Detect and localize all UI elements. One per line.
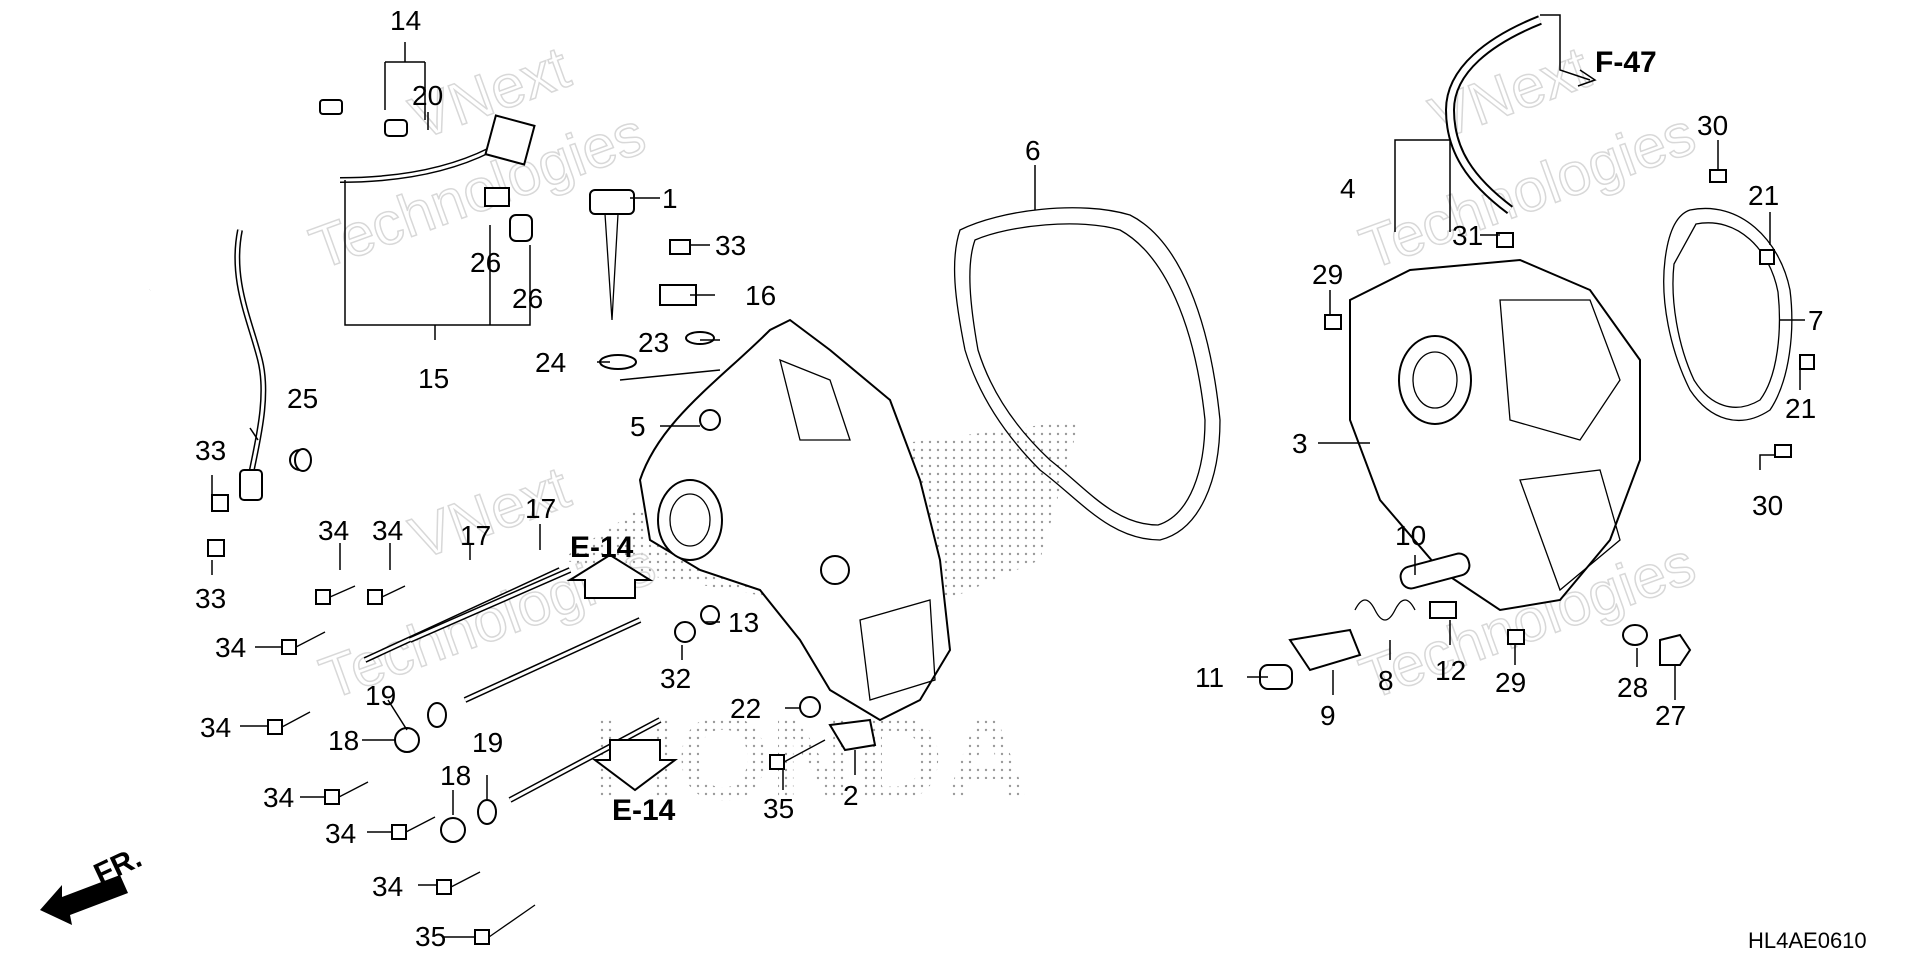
breather-tube-drawing bbox=[1444, 14, 1597, 214]
callout-19b: 19 bbox=[472, 727, 503, 758]
callout-34a: 34 bbox=[318, 515, 349, 546]
callout-34g: 34 bbox=[372, 871, 403, 902]
callout-29a: 29 bbox=[1312, 259, 1343, 290]
callout-11: 11 bbox=[1195, 662, 1224, 693]
front-arrow: FR. bbox=[40, 841, 147, 925]
callout-2: 2 bbox=[843, 780, 859, 811]
callout-25: 25 bbox=[287, 383, 318, 414]
callout-21b: 21 bbox=[1785, 393, 1816, 424]
gasket-left-drawing bbox=[953, 207, 1221, 541]
callout-32: 32 bbox=[660, 663, 691, 694]
callout-35b: 35 bbox=[763, 793, 794, 824]
callout-19a: 19 bbox=[365, 680, 396, 711]
ref-label-f47: F-47 bbox=[1595, 46, 1657, 79]
callout-16: 16 bbox=[745, 280, 776, 311]
right-case-drawing bbox=[1349, 258, 1641, 612]
callout-1: 1 bbox=[662, 183, 678, 214]
callout-34e: 34 bbox=[263, 782, 294, 813]
callout-24: 24 bbox=[535, 347, 566, 378]
bolts-drawing bbox=[267, 585, 826, 945]
callout-17b: 17 bbox=[460, 520, 491, 551]
callout-33b: 33 bbox=[195, 435, 226, 466]
callout-15: 15 bbox=[418, 363, 449, 394]
callout-18b: 18 bbox=[440, 760, 471, 791]
callout-34f: 34 bbox=[325, 818, 356, 849]
callout-labels: 14 20 1 26 26 15 33 16 23 24 25 33 33 5 … bbox=[195, 5, 1824, 952]
callout-21a: 21 bbox=[1748, 180, 1779, 211]
ref-label-e14-top: E-14 bbox=[570, 531, 634, 564]
left-case-drawing bbox=[638, 318, 952, 722]
callout-33c: 33 bbox=[195, 583, 226, 614]
callout-23: 23 bbox=[638, 327, 669, 358]
small-parts-right-drawing bbox=[1259, 169, 1815, 690]
callout-30a: 30 bbox=[1697, 110, 1728, 141]
callout-4: 4 bbox=[1340, 173, 1356, 204]
callout-29b: 29 bbox=[1495, 667, 1526, 698]
callout-27: 27 bbox=[1655, 700, 1686, 731]
callout-34c: 34 bbox=[215, 632, 246, 663]
callout-18a: 18 bbox=[328, 725, 359, 756]
callout-14: 14 bbox=[390, 5, 421, 36]
dipstick-drawing bbox=[589, 189, 637, 370]
callout-26b: 26 bbox=[512, 283, 543, 314]
callout-34d: 34 bbox=[200, 712, 231, 743]
callout-22: 22 bbox=[730, 693, 761, 724]
callout-9: 9 bbox=[1320, 700, 1336, 731]
reference-arrows bbox=[566, 553, 678, 792]
diagram-code: HL4AE0610 bbox=[1748, 928, 1867, 953]
callout-13: 13 bbox=[728, 607, 759, 638]
ref-label-e14-bottom: E-14 bbox=[612, 794, 676, 827]
callout-34b: 34 bbox=[372, 515, 403, 546]
small-parts-left-drawing bbox=[207, 239, 877, 752]
callout-3: 3 bbox=[1292, 428, 1308, 459]
callout-6: 6 bbox=[1025, 135, 1041, 166]
callout-31: 31 bbox=[1452, 220, 1483, 251]
studs-drawing bbox=[363, 567, 662, 803]
callout-10: 10 bbox=[1395, 520, 1426, 551]
callout-33a: 33 bbox=[715, 230, 746, 261]
callout-5: 5 bbox=[630, 411, 646, 442]
gasket-right-drawing bbox=[1663, 207, 1793, 422]
callout-20: 20 bbox=[412, 80, 443, 111]
watermark-line2: Technologies bbox=[1352, 99, 1704, 282]
callout-7: 7 bbox=[1808, 305, 1824, 336]
callout-30b: 30 bbox=[1752, 490, 1783, 521]
callout-17a: 17 bbox=[525, 493, 556, 524]
callout-28: 28 bbox=[1617, 672, 1648, 703]
callout-35a: 35 bbox=[415, 921, 446, 952]
leader-lines bbox=[211, 42, 1805, 938]
callout-12: 12 bbox=[1435, 655, 1466, 686]
callout-26a: 26 bbox=[470, 247, 501, 278]
nuts-washers-drawing bbox=[294, 448, 497, 843]
callout-8: 8 bbox=[1378, 665, 1394, 696]
